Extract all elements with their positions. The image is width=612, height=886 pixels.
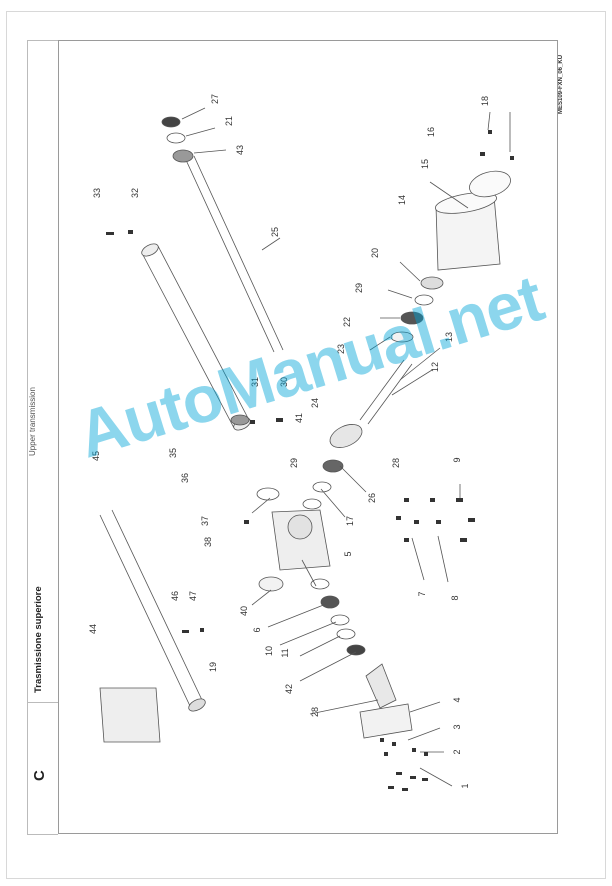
callout-number: 29 <box>354 283 364 293</box>
callout-number: 44 <box>88 624 98 634</box>
callout-number: 21 <box>224 116 234 126</box>
callout-number: 37 <box>200 516 210 526</box>
callout-number: 41 <box>294 413 304 423</box>
callout-number: 38 <box>203 537 213 547</box>
callout-number: 46 <box>170 591 180 601</box>
callout-number: 30 <box>279 377 289 387</box>
callout-number: 7 <box>417 591 427 596</box>
callout-number: 6 <box>252 627 262 632</box>
callout-number: 31 <box>250 377 260 387</box>
callout-number: 10 <box>264 646 274 656</box>
callout-number: 23 <box>336 344 346 354</box>
callout-number: 5 <box>343 551 353 556</box>
callout-number: 13 <box>444 332 454 342</box>
callout-number: 22 <box>342 317 352 327</box>
callout-number: 12 <box>430 362 440 372</box>
callout-number: 3 <box>452 724 462 729</box>
callout-number: 17 <box>345 516 355 526</box>
callout-number: 4 <box>452 697 462 702</box>
callout-number: 1 <box>460 783 470 788</box>
callout-number: 16 <box>426 127 436 137</box>
callout-number: 45 <box>91 451 101 461</box>
column-divider-top <box>27 40 58 41</box>
callout-number: 19 <box>208 662 218 672</box>
column-divider-title <box>27 702 58 703</box>
callout-number: 28 <box>391 458 401 468</box>
callout-number: 27 <box>210 94 220 104</box>
callout-number: 9 <box>452 457 462 462</box>
callout-number: 11 <box>280 648 290 657</box>
callout-number: 20 <box>370 248 380 258</box>
column-divider-bottom <box>27 834 58 835</box>
callout-number: 47 <box>188 591 198 601</box>
callout-number: 14 <box>397 195 407 205</box>
callout-number: 28 <box>310 707 320 717</box>
callout-number: 29 <box>289 458 299 468</box>
callout-number: 36 <box>180 473 190 483</box>
callout-number: 40 <box>239 606 249 616</box>
callout-number: 43 <box>235 145 245 155</box>
left-column-rule <box>27 40 28 834</box>
callout-number: 25 <box>270 227 280 237</box>
page-frame <box>6 11 606 879</box>
callout-number: 42 <box>284 684 294 694</box>
callout-number: 15 <box>420 159 430 169</box>
callout-number: 32 <box>130 188 140 198</box>
callout-number: 8 <box>450 595 460 600</box>
callout-number: 26 <box>367 493 377 503</box>
callout-number: 35 <box>168 448 178 458</box>
callout-number: 24 <box>310 398 320 408</box>
callout-number: 2 <box>452 749 462 754</box>
callout-number: 18 <box>480 96 490 106</box>
callout-number: 33 <box>92 188 102 198</box>
